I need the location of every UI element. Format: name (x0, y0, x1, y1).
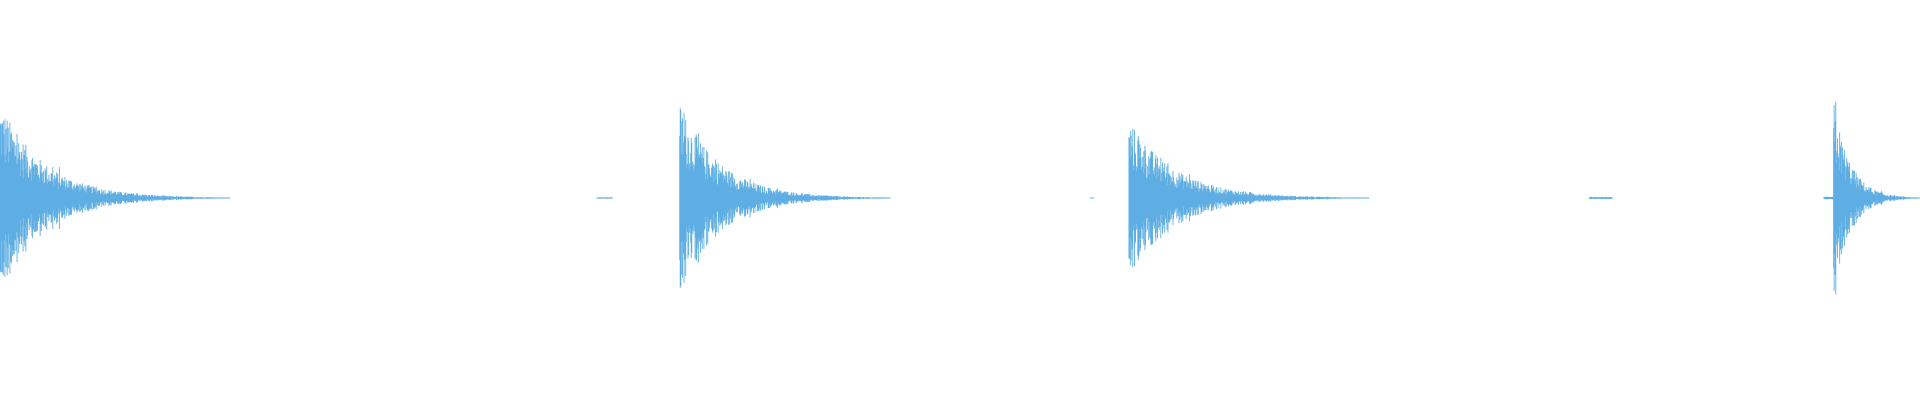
waveform-trace (0, 101, 1920, 295)
waveform-path (0, 101, 1920, 295)
